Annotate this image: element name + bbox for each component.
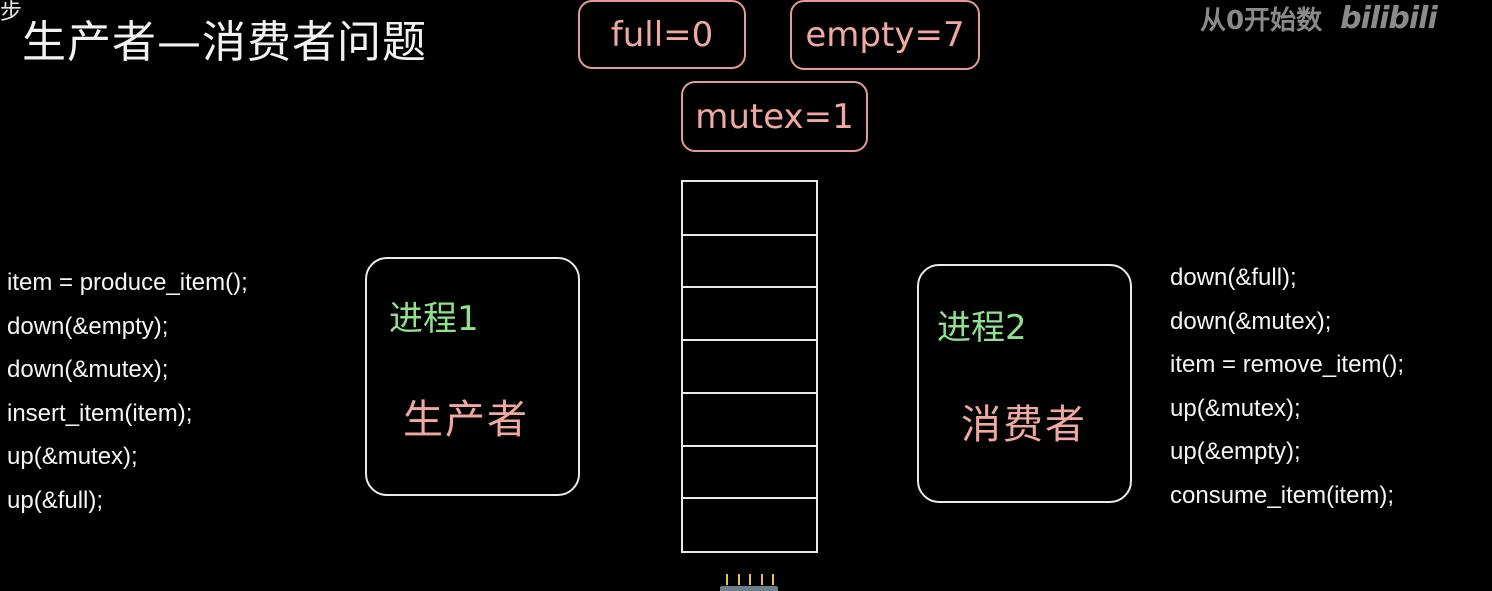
page-title: 生产者—消费者问题 xyxy=(22,17,427,68)
mutex-semaphore-label: mutex=1 xyxy=(695,96,854,137)
consumer-code-line: up(&empty); xyxy=(1170,438,1301,465)
producer-code-line: down(&mutex); xyxy=(7,356,169,383)
buffer-slot-divider xyxy=(683,339,816,341)
progress-stub-base xyxy=(720,586,778,591)
consumer-code-line: down(&full); xyxy=(1170,264,1297,291)
buffer-slot-divider xyxy=(683,392,816,394)
consumer-role-label: 消费者 xyxy=(961,402,1087,448)
corner-glyph: 步 xyxy=(0,0,23,25)
full-semaphore-label: full=0 xyxy=(610,14,714,55)
bilibili-logo-icon: bilibili xyxy=(1340,1,1438,36)
producer-code-line: insert_item(item); xyxy=(7,399,193,427)
producer-role-label: 生产者 xyxy=(403,397,529,443)
buffer-slot-divider xyxy=(683,497,816,499)
shared-buffer xyxy=(681,180,818,553)
progress-stub-icon xyxy=(726,574,774,586)
consumer-process-box: 进程2 消费者 xyxy=(917,264,1132,503)
producer-code-line: item = produce_item(); xyxy=(7,269,248,296)
watermark: 从0开始数 bilibili xyxy=(1200,0,1438,37)
empty-semaphore-box: empty=7 xyxy=(790,0,980,70)
buffer-slot-divider xyxy=(683,234,816,236)
producer-code-line: up(&mutex); xyxy=(7,443,138,470)
consumer-code-line: down(&mutex); xyxy=(1170,307,1332,335)
consumer-process-id: 进程2 xyxy=(937,308,1027,348)
consumer-code-line: item = remove_item(); xyxy=(1170,351,1405,378)
producer-code-line: down(&empty); xyxy=(7,312,169,340)
watermark-text: 从0开始数 xyxy=(1200,6,1323,36)
producer-process-box: 进程1 生产者 xyxy=(365,257,580,496)
producer-code-line: up(&full); xyxy=(7,486,104,514)
producer-process-id: 进程1 xyxy=(389,299,479,339)
consumer-code-line: consume_item(item); xyxy=(1170,481,1395,509)
consumer-code-line: up(&mutex); xyxy=(1170,394,1301,422)
full-semaphore-box: full=0 xyxy=(578,0,746,69)
mutex-semaphore-box: mutex=1 xyxy=(681,81,868,152)
buffer-slot-divider xyxy=(683,445,816,447)
buffer-slot-divider xyxy=(683,286,816,288)
producer-code-block: item = produce_item(); down(&empty); dow… xyxy=(7,261,248,522)
empty-semaphore-label: empty=7 xyxy=(805,15,965,55)
consumer-code-block: down(&full); down(&mutex); item = remove… xyxy=(1170,256,1404,517)
